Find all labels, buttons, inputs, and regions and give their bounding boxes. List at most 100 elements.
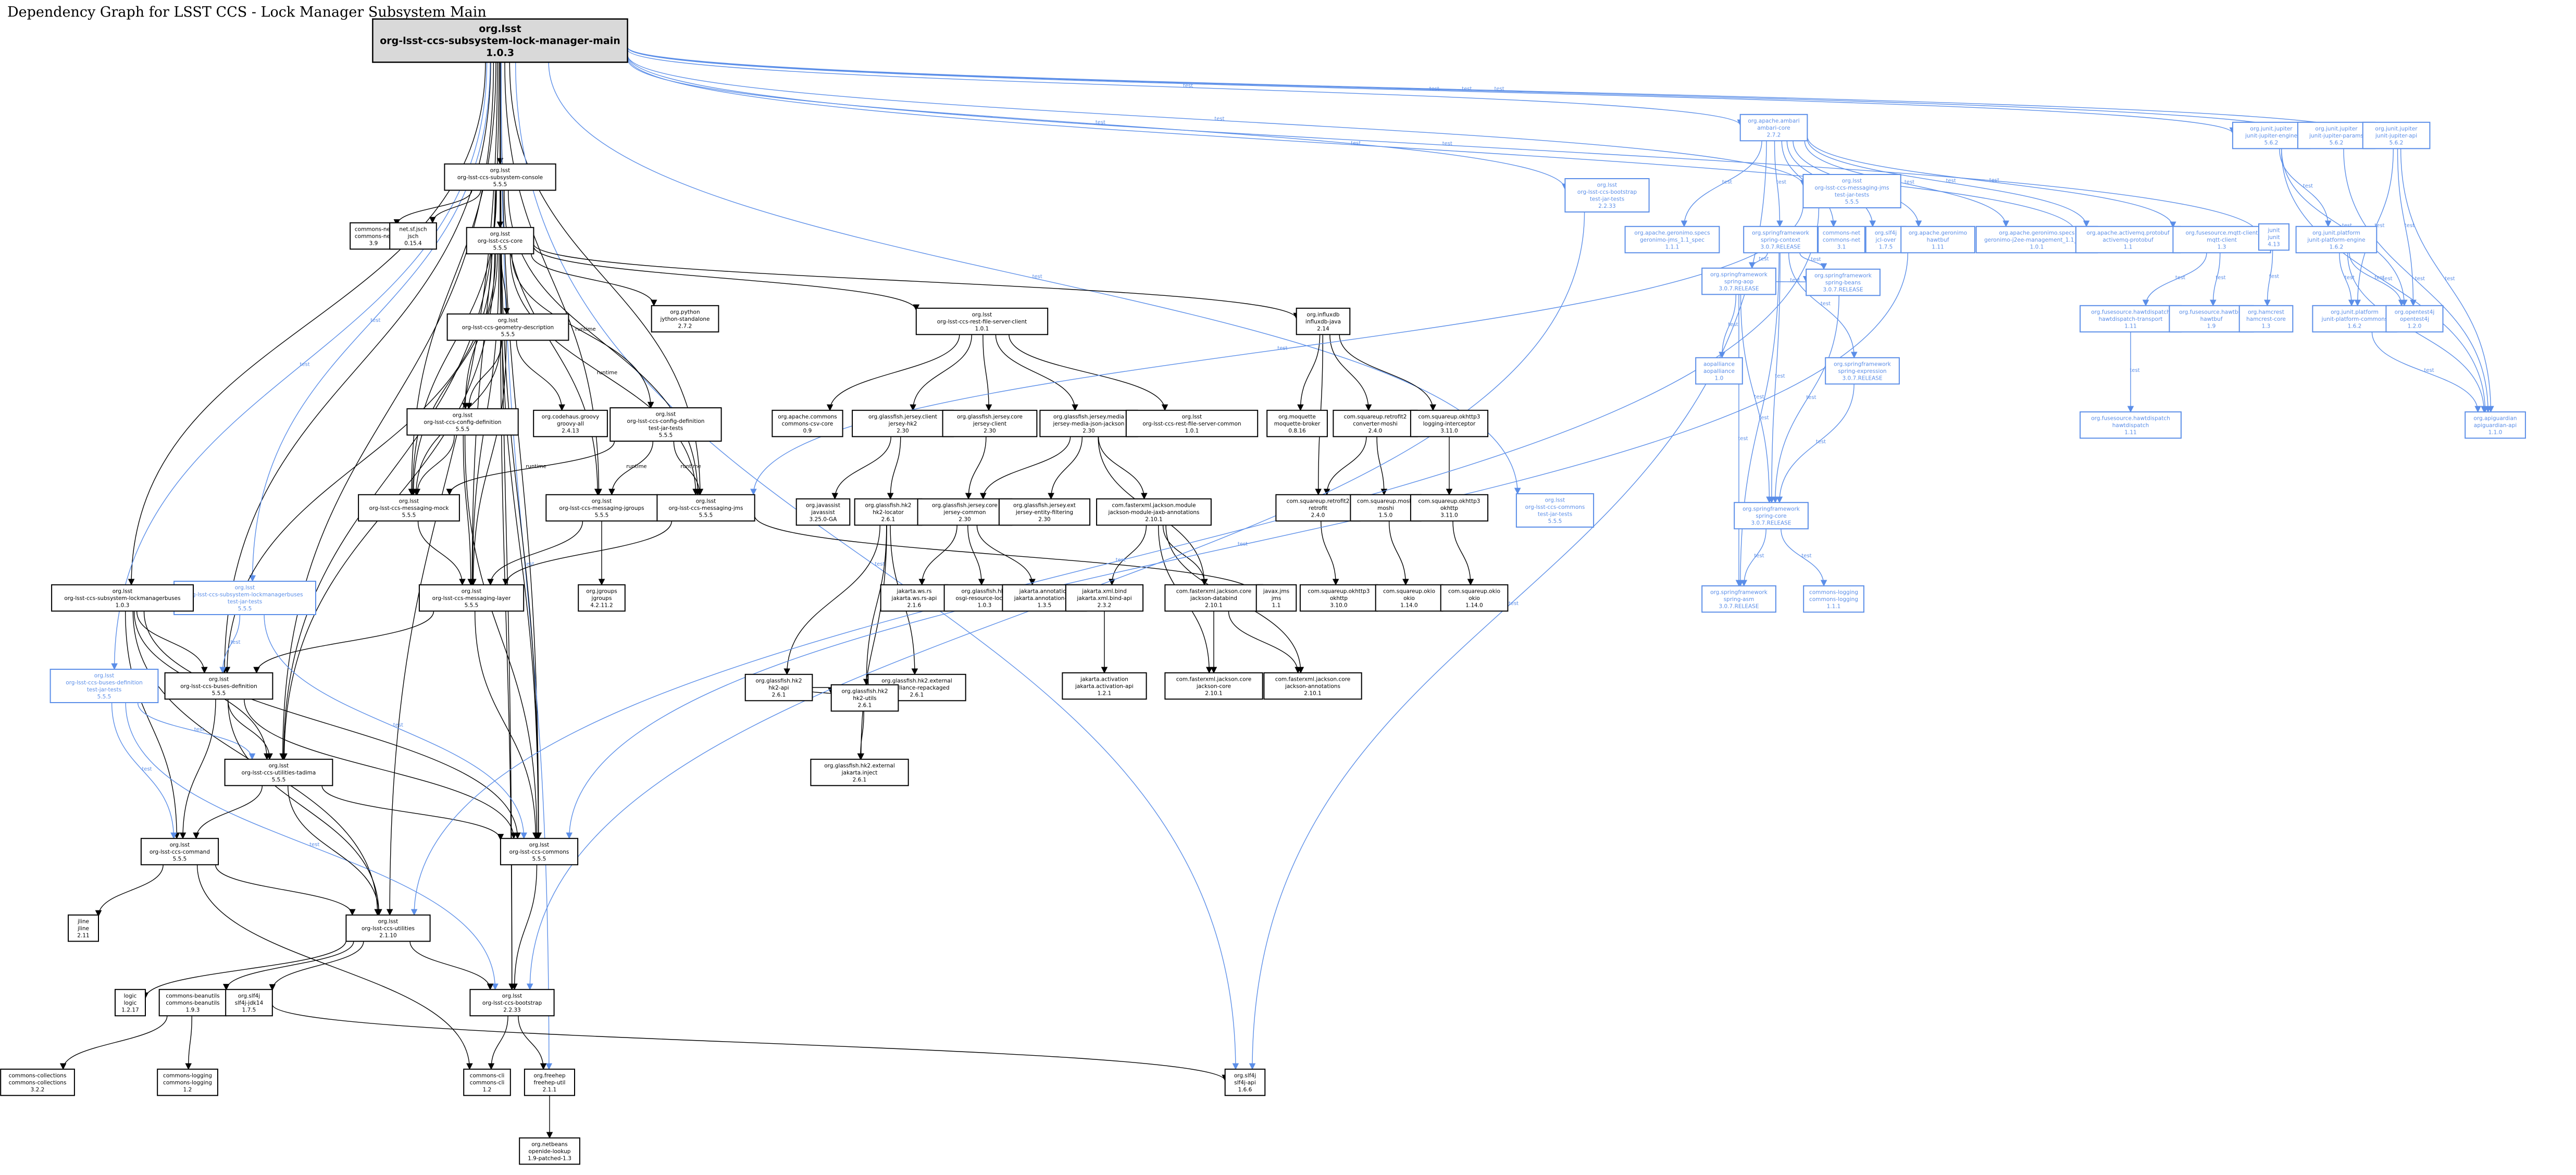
node-platcommons[interactable]: org.junit.platformjunit-platform-commons… bbox=[2312, 305, 2397, 333]
node-restclient[interactable]: org.lsstorg-lsst-ccs-rest-file-server-cl… bbox=[915, 307, 1049, 335]
node-msggroups[interactable]: org.lsstorg-lsst-ccs-messaging-jgroups5.… bbox=[545, 494, 658, 522]
node-msgjmstest[interactable]: org.lsstorg-lsst-ccs-messaging-jmstest-j… bbox=[1802, 174, 1901, 208]
node-okhttpint[interactable]: com.squareup.okhttp3logging-interceptor3… bbox=[1410, 409, 1489, 438]
node-root[interactable]: org.lsstorg-lsst-ccs-subsystem-lock-mana… bbox=[372, 18, 628, 63]
node-springaop[interactable]: org.springframeworkspring-aop3.0.7.RELEA… bbox=[1701, 267, 1776, 295]
node-jerseyclient[interactable]: org.glassfish.jersey.clientjersey-hk22.3… bbox=[852, 409, 954, 438]
node-collections[interactable]: commons-collectionscommons-collections3.… bbox=[0, 1068, 75, 1096]
node-jerseycoreclient[interactable]: org.glassfish.jersey.corejersey-client2.… bbox=[942, 409, 1038, 438]
node-retrofit[interactable]: com.squareup.retrofit2converter-moshi2.4… bbox=[1333, 409, 1418, 438]
node-busdef[interactable]: org.lsstorg-lsst-ccs-buses-definition5.5… bbox=[164, 672, 273, 700]
node-springasm[interactable]: org.springframeworkspring-asm3.0.7.RELEA… bbox=[1701, 585, 1776, 613]
node-busestest[interactable]: org.lsstorg-lsst-ccs-subsystem-lockmanag… bbox=[173, 581, 316, 615]
node-jackmodule[interactable]: com.fasterxml.jackson.modulejackson-modu… bbox=[1096, 498, 1212, 526]
node-busdeftest[interactable]: org.lsstorg-lsst-ccs-buses-definitiontes… bbox=[49, 669, 159, 703]
node-jackcore[interactable]: com.fasterxml.jackson.corejackson-core2.… bbox=[1164, 672, 1263, 700]
node-jerseymedia[interactable]: org.glassfish.jersey.mediajersey-media-j… bbox=[1039, 409, 1138, 438]
node-ambpriv[interactable]: org.apache.activemq.protobufactivemq-pro… bbox=[2075, 226, 2181, 254]
node-databind[interactable]: com.fasterxml.jackson.corejackson-databi… bbox=[1164, 584, 1263, 612]
node-xmlbeans[interactable]: org.netbeansopenide-lookup1.9-patched-1.… bbox=[519, 1137, 580, 1165]
node-jerseycommon[interactable]: org.glassfish.jersey.corejersey-common2.… bbox=[917, 498, 1013, 526]
node-bootstraptest[interactable]: org.lsstorg-lsst-ccs-bootstraptest-jar-t… bbox=[1564, 178, 1650, 213]
node-msglayer[interactable]: org.lsstorg-lsst-ccs-messaging-layer5.5.… bbox=[418, 584, 525, 612]
node-cfgdef[interactable]: org.lsstorg-lsst-ccs-config-definition5.… bbox=[406, 408, 519, 436]
node-console[interactable]: org.lsstorg-lsst-ccs-subsystem-console5.… bbox=[444, 163, 556, 191]
node-ccscommonstest[interactable]: org.lsstorg-lsst-ccs-commonstest-jar-tes… bbox=[1515, 493, 1595, 528]
node-label-line: org.javassist bbox=[806, 502, 840, 508]
node-gpdesc[interactable]: org.lsstorg-lsst-ccs-geometry-descriptio… bbox=[446, 313, 569, 341]
node-jackannot[interactable]: com.fasterxml.jackson.corejackson-annota… bbox=[1263, 672, 1362, 700]
node-jupapi[interactable]: org.junit.jupiterjunit-jupiter-params5.6… bbox=[2297, 121, 2376, 149]
node-cg1[interactable]: org.apache.geronimo.specsgeronimo-jms_1.… bbox=[1624, 226, 1720, 254]
node-hawtdispatch[interactable]: org.fusesource.hawtdispatchhawtdispatch-… bbox=[2080, 305, 2182, 333]
node-springbeans[interactable]: org.springframeworkspring-beans3.0.7.REL… bbox=[1806, 268, 1881, 296]
node-subsysbuses[interactable]: org.lsstorg-lsst-ccs-subsystem-lockmanag… bbox=[51, 584, 194, 612]
node-restcommon[interactable]: org.lsstorg-lsst-ccs-rest-file-server-co… bbox=[1125, 409, 1259, 438]
node-hawtdispatch2[interactable]: org.fusesource.hawtdispatchhawtdispatch1… bbox=[2080, 411, 2182, 439]
node-label-line: org-lsst-ccs-rest-file-server-client bbox=[937, 319, 1027, 325]
node-javaxinject[interactable]: org.glassfish.hk2.externaljakarta.inject… bbox=[810, 758, 909, 786]
node-springcore[interactable]: org.springframeworkspring-core3.0.7.RELE… bbox=[1734, 502, 1809, 530]
node-utilbase[interactable]: org.lsstorg-lsst-ccs-utilities-tadima5.5… bbox=[224, 758, 333, 786]
node-platform[interactable]: org.junit.platformjunit-platform-engine1… bbox=[2295, 226, 2378, 254]
edge-label: test bbox=[1277, 345, 1287, 351]
node-springexpr[interactable]: org.springframeworkspring-expression3.0.… bbox=[1825, 357, 1900, 385]
node-spring[interactable]: org.springframeworkspring-context3.0.7.R… bbox=[1743, 226, 1818, 254]
edge-label: test bbox=[2345, 275, 2355, 281]
node-box bbox=[2465, 411, 2526, 439]
node-jaxbapi[interactable]: jakarta.xml.bindjakarta.xml.bind-api2.3.… bbox=[1065, 584, 1144, 612]
node-entityfilter[interactable]: org.glassfish.jersey.extjersey-entity-fi… bbox=[998, 498, 1091, 526]
edge-cfgdef-to-msglayer bbox=[463, 435, 474, 586]
node-cfgdeftests[interactable]: org.lsstorg-lsst-ccs-config-definitionte… bbox=[609, 407, 722, 442]
node-label-line: commons-net bbox=[355, 226, 392, 232]
node-activation[interactable]: jakarta.activationjakarta.activation-api… bbox=[1062, 672, 1147, 700]
